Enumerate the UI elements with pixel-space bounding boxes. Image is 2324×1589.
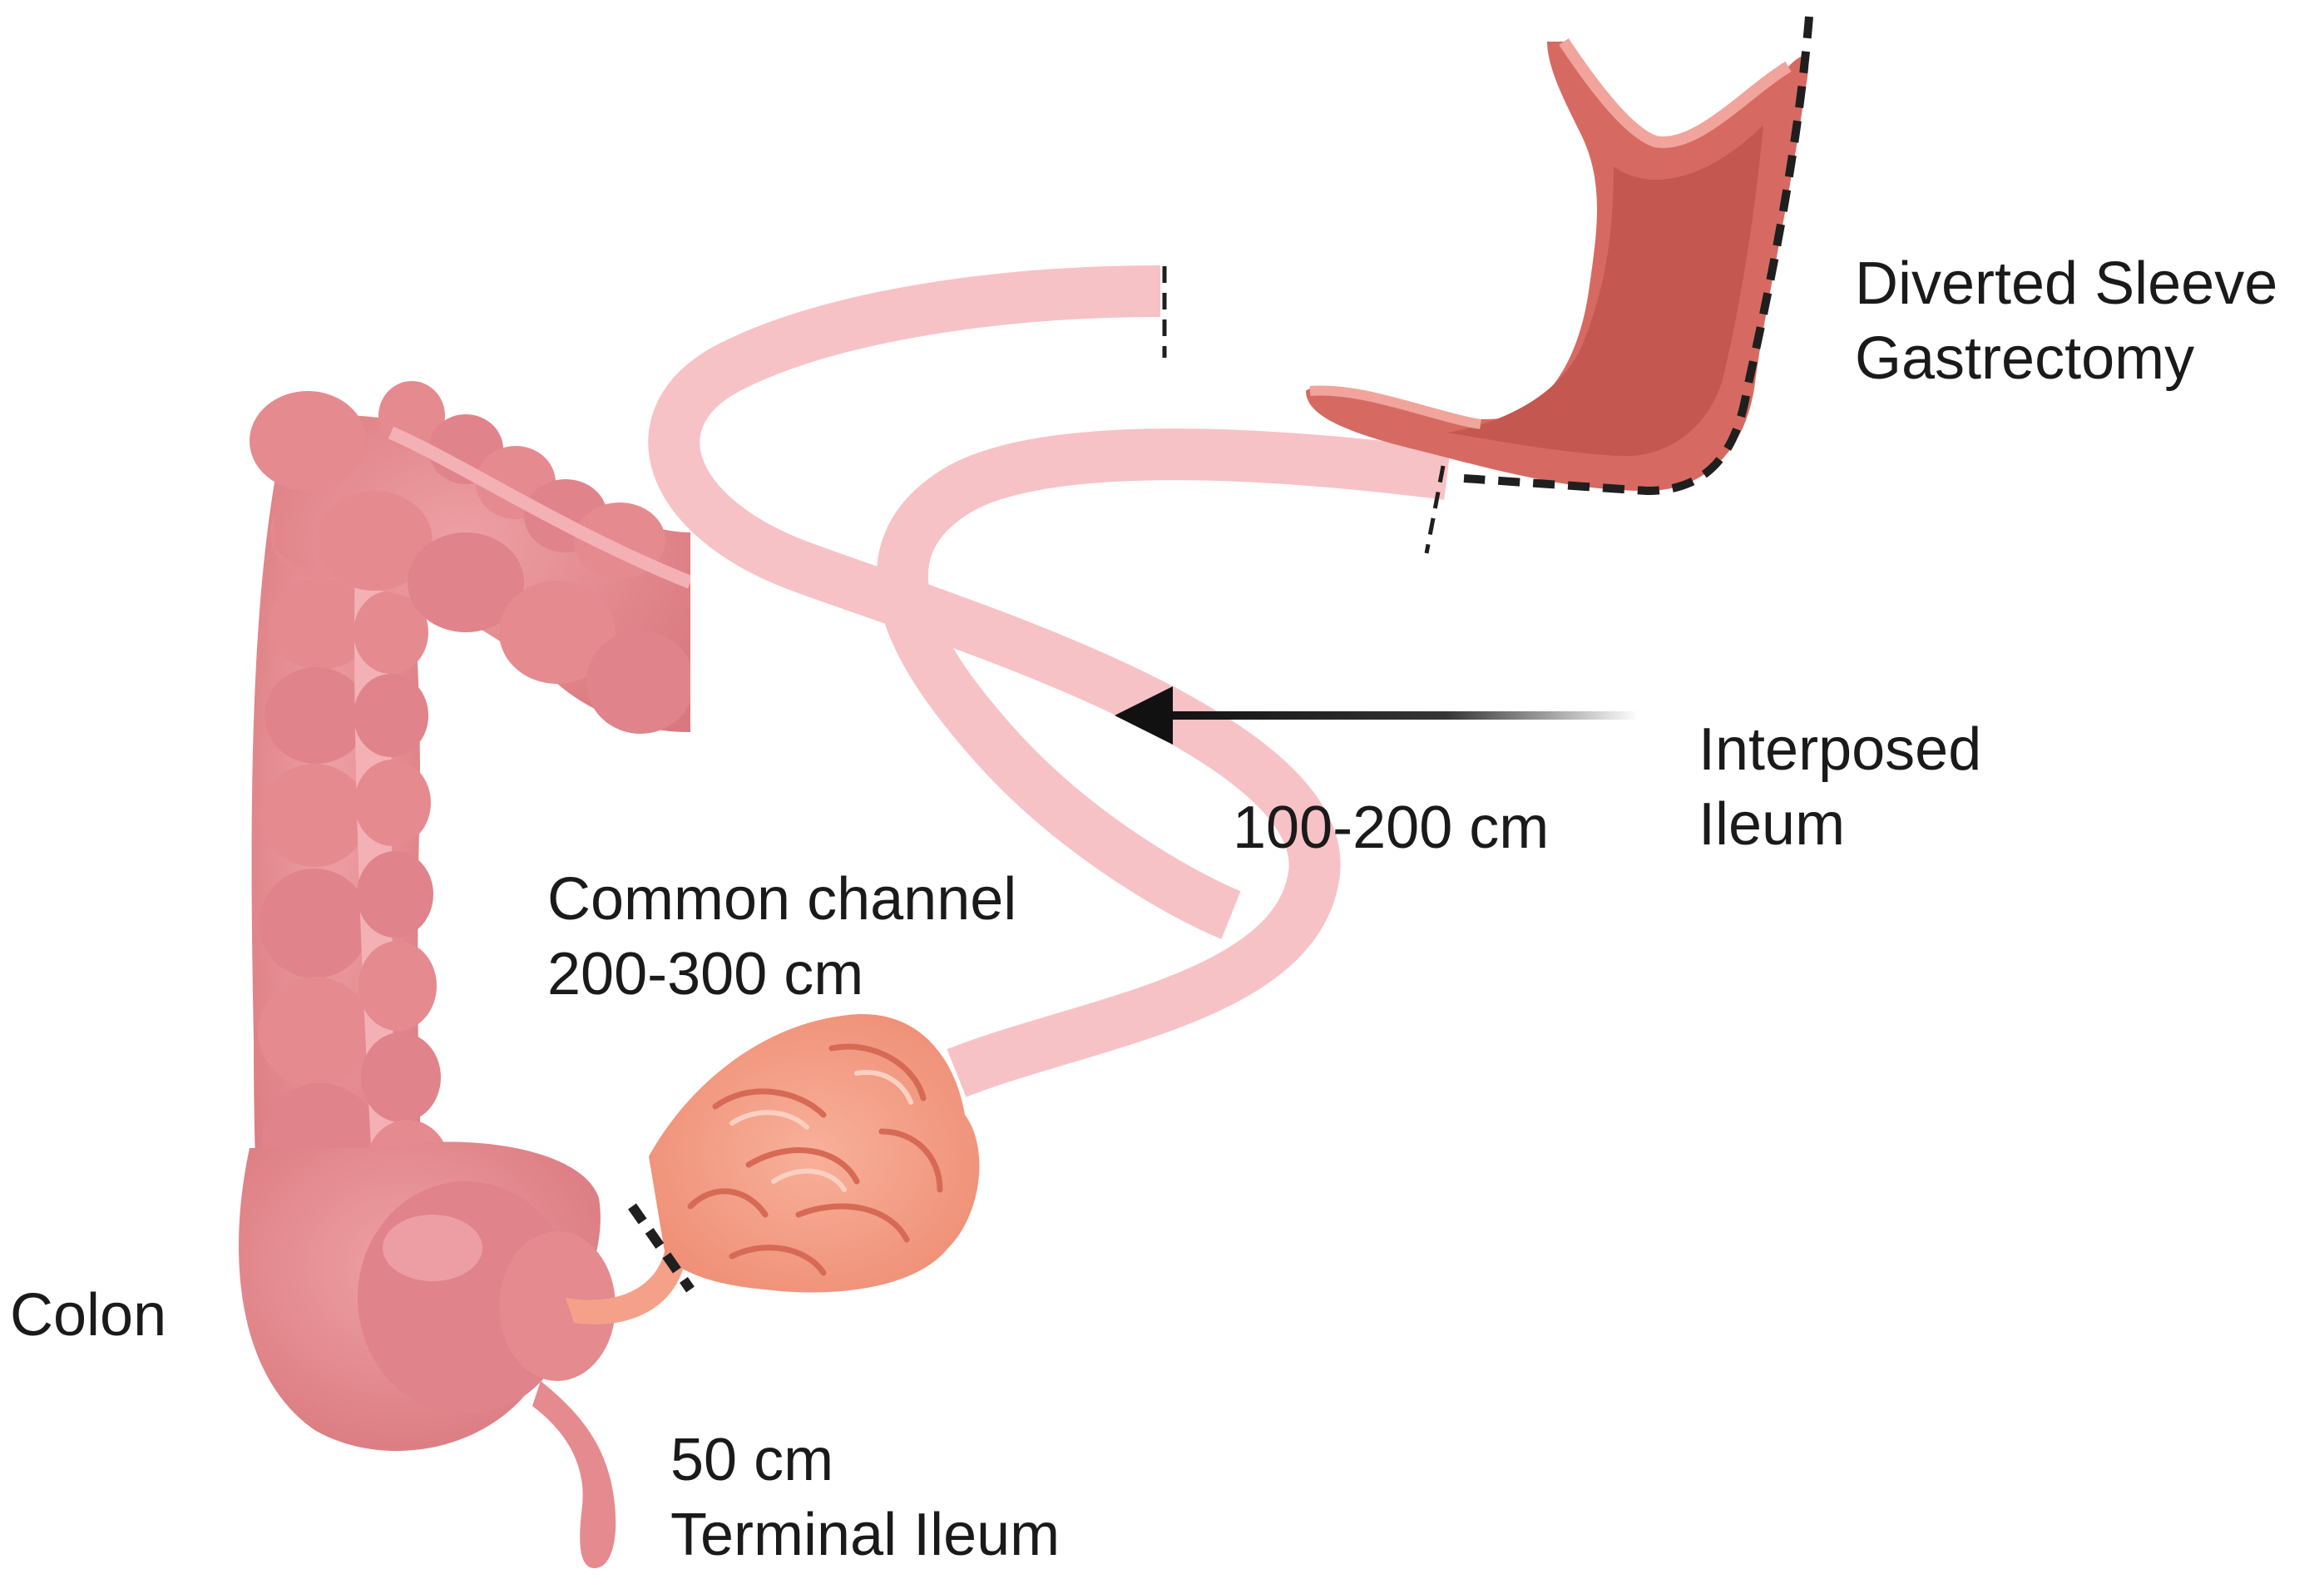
interposed-ileum-label: Interposed Ileum — [1698, 712, 1981, 862]
terminal-ileum-label: 50 cm Terminal Ileum — [670, 1423, 1060, 1572]
common-channel-label: Common channel 200-300 cm — [547, 862, 1016, 1012]
interposed-length-label: 100-200 cm — [1233, 790, 1549, 865]
label-line: 100-200 cm — [1233, 794, 1550, 861]
label-line: Interposed — [1698, 716, 1982, 783]
label-line: Terminal Ileum — [670, 1502, 1061, 1568]
interposed-ileum-arrow — [1115, 686, 1639, 745]
transverse-colon — [250, 381, 740, 765]
cut-lines — [628, 266, 1446, 1293]
interposed-ileum-limb — [648, 265, 1451, 1097]
sleeve-stomach — [1306, 16, 1813, 496]
label-line: Colon — [10, 1282, 167, 1349]
stomach-staple-line — [1463, 16, 1813, 496]
label-line: Common channel — [547, 866, 1017, 933]
arrow-head — [1115, 686, 1173, 745]
colon — [238, 381, 740, 1568]
cecum — [238, 1141, 616, 1452]
label-line: Gastrectomy — [1855, 325, 2195, 392]
small-bowel — [649, 1014, 980, 1293]
limb-cut-line-stomach — [1424, 465, 1446, 554]
ileum-cut-line — [628, 1203, 695, 1293]
terminal-ileum — [566, 1248, 686, 1324]
colon-label: Colon — [10, 1278, 166, 1353]
label-line: Ileum — [1698, 791, 1846, 858]
label-line: Diverted Sleeve — [1855, 250, 2278, 317]
appendix — [532, 1381, 616, 1568]
label-line: 200-300 cm — [547, 941, 864, 1007]
diverted-sleeve-gastrectomy-label: Diverted Sleeve Gastrectomy — [1855, 246, 2277, 396]
label-line: 50 cm — [670, 1427, 834, 1493]
